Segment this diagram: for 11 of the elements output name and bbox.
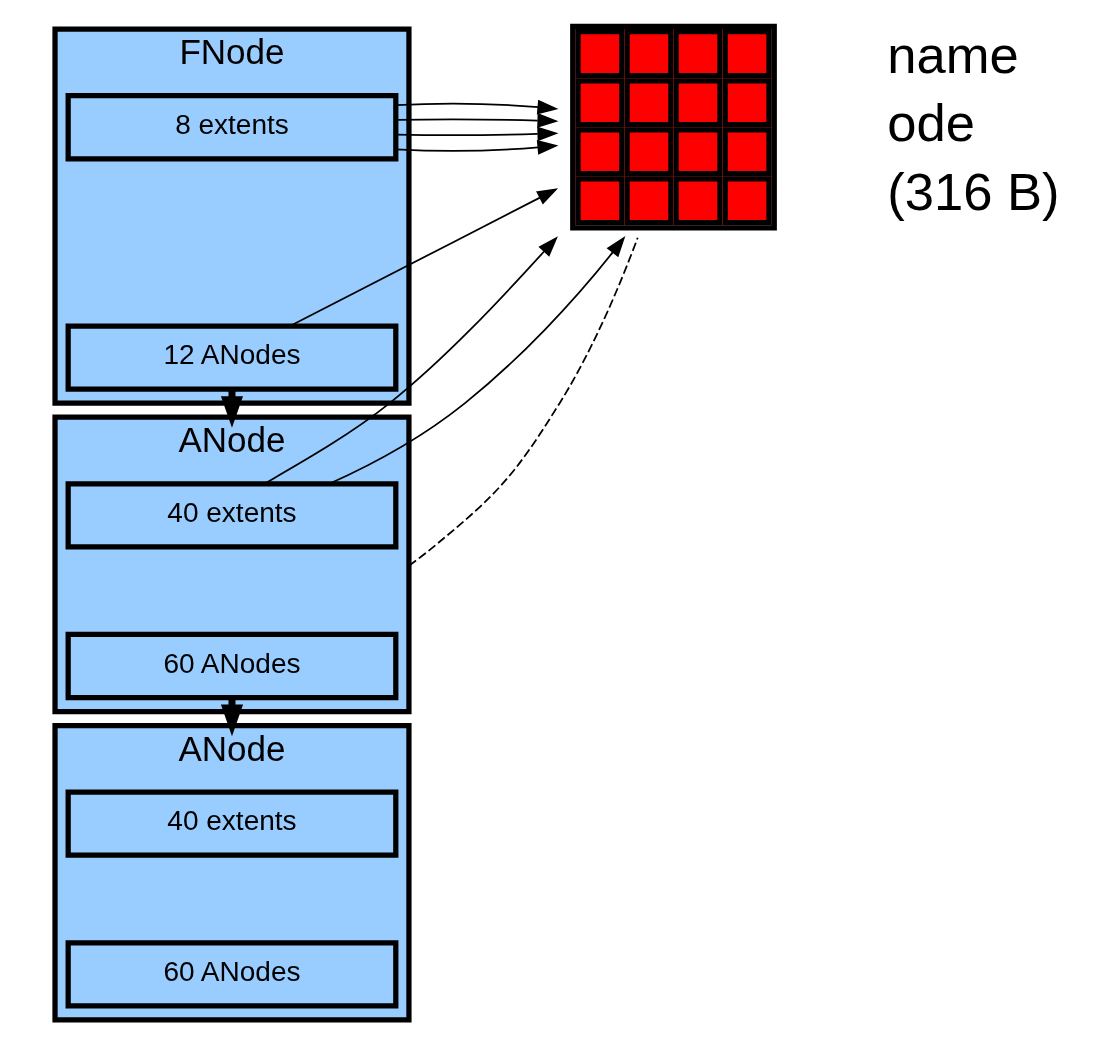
label: (316 B) [886, 161, 1060, 221]
node-grid [569, 23, 777, 231]
node-box: 60 ANodes [65, 940, 398, 1009]
label: name [886, 24, 1019, 84]
node-box: 40 extents [65, 481, 398, 550]
arrow [263, 236, 558, 485]
node-box: 8 extents [65, 93, 398, 162]
node-box: 12 ANodes [65, 323, 398, 392]
node-box: 60 ANodes [65, 631, 398, 701]
node-box: 40 extents [65, 789, 398, 858]
label: ode [886, 93, 975, 153]
